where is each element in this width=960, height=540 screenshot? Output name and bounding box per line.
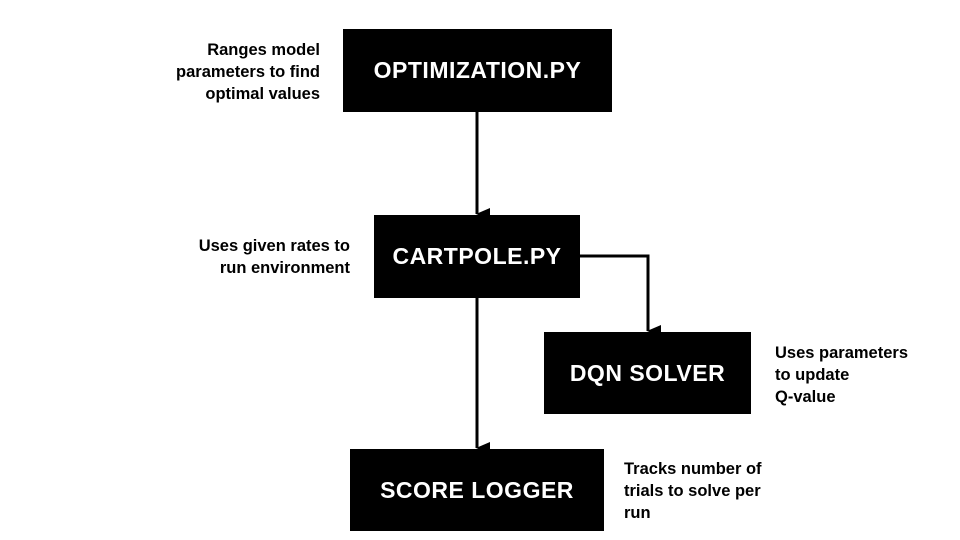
optimization-label: OPTIMIZATION.PY: [373, 57, 582, 83]
optimization-note-line: Ranges model: [207, 41, 320, 59]
cartpole-node: CARTPOLE.PY: [374, 215, 580, 298]
optimization-note-line: optimal values: [205, 85, 320, 103]
dqn-solver-node: DQN SOLVER: [544, 332, 751, 414]
score-logger-note-line: run: [624, 504, 651, 522]
dqn-solver-note-line: Uses parameters: [775, 344, 908, 362]
score-logger-note-line: trials to solve per: [624, 482, 761, 500]
score-logger-label: SCORE LOGGER: [380, 476, 574, 503]
optimization-note: Ranges model parameters to find optimal …: [176, 39, 320, 105]
optimization-node: OPTIMIZATION.PY: [343, 29, 612, 112]
cartpole-label: CARTPOLE.PY: [392, 243, 562, 269]
cartpole-note-line: run environment: [219, 259, 350, 277]
score-logger-note: Tracks number of trials to solve per run: [624, 458, 762, 524]
optimization-note-line: parameters to find: [176, 63, 320, 81]
dqn-solver-label: DQN SOLVER: [569, 359, 726, 386]
cartpole-note: Uses given rates to run environment: [199, 235, 350, 279]
score-logger-node: SCORE LOGGER: [350, 449, 604, 531]
arrow-cartpole-to-dqn: [580, 254, 661, 337]
dqn-solver-note-line: Q-value: [775, 388, 836, 406]
cartpole-note-line: Uses given rates to: [198, 237, 350, 255]
dqn-solver-note: Uses parameters to update Q-value: [775, 342, 908, 408]
dqn-solver-note-line: to update: [775, 366, 850, 384]
score-logger-note-line: Tracks number of: [624, 460, 762, 478]
